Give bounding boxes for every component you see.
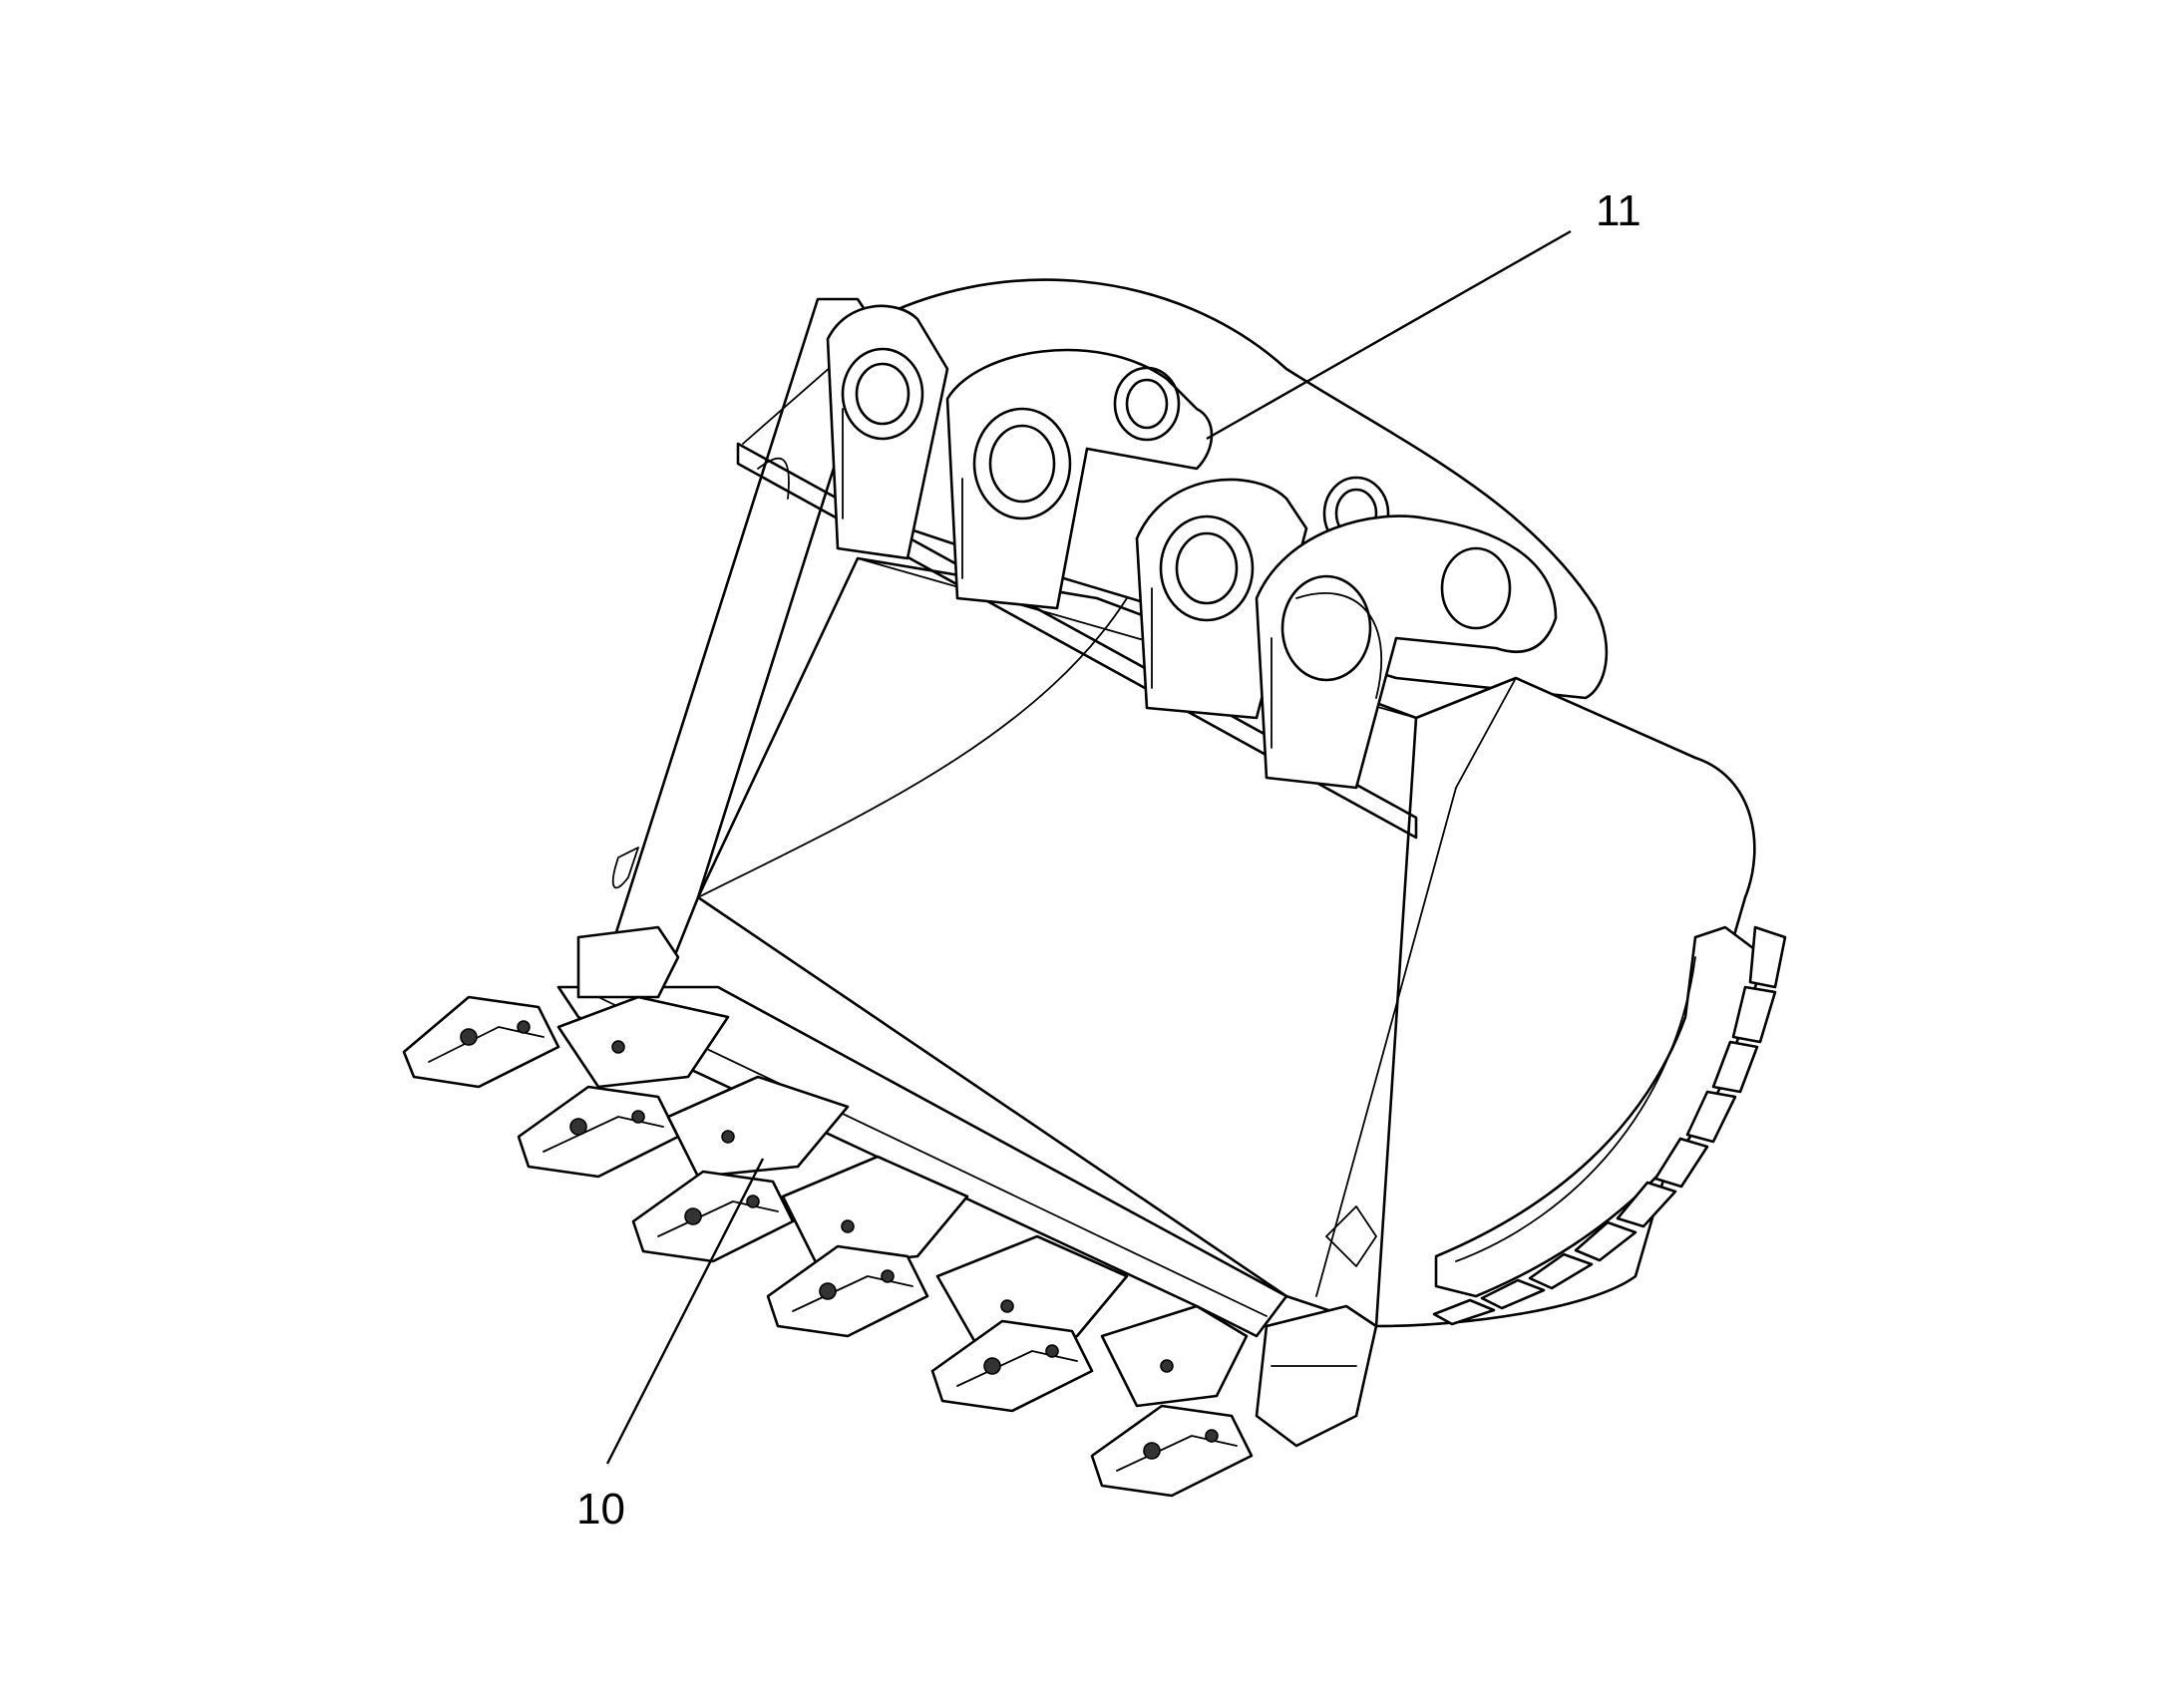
tooth-6 (1090, 1404, 1254, 1498)
wear-plate-1 (556, 995, 730, 1089)
bucket-drawing (402, 278, 1787, 1498)
callout-11: 11 (1206, 186, 1641, 441)
callout-10: 10 (576, 1158, 765, 1534)
tooth-2 (517, 1085, 680, 1179)
heel-shrouds (1432, 925, 1787, 1326)
callout-label-10: 10 (576, 1485, 625, 1534)
right-corner-adapter (1255, 1304, 1378, 1448)
wear-plate-2 (666, 1075, 850, 1179)
wear-plate-3 (781, 1155, 969, 1268)
lug-plate-1 (826, 304, 949, 560)
left-corner-adapter (576, 925, 680, 999)
cutting-edge (556, 985, 1288, 1338)
tooth-5 (930, 1319, 1094, 1413)
leader-line-11 (1206, 229, 1572, 441)
wear-plate-4 (935, 1234, 1129, 1348)
tooth-1 (402, 995, 560, 1089)
lug-plate-2 (945, 348, 1214, 610)
tooth-4 (766, 1244, 929, 1338)
wear-plate-5 (1100, 1304, 1249, 1408)
tooth-3 (631, 1170, 795, 1263)
leader-line-10 (605, 1158, 765, 1465)
callout-label-11: 11 (1596, 186, 1641, 235)
lug-plate-4 (1255, 514, 1558, 790)
